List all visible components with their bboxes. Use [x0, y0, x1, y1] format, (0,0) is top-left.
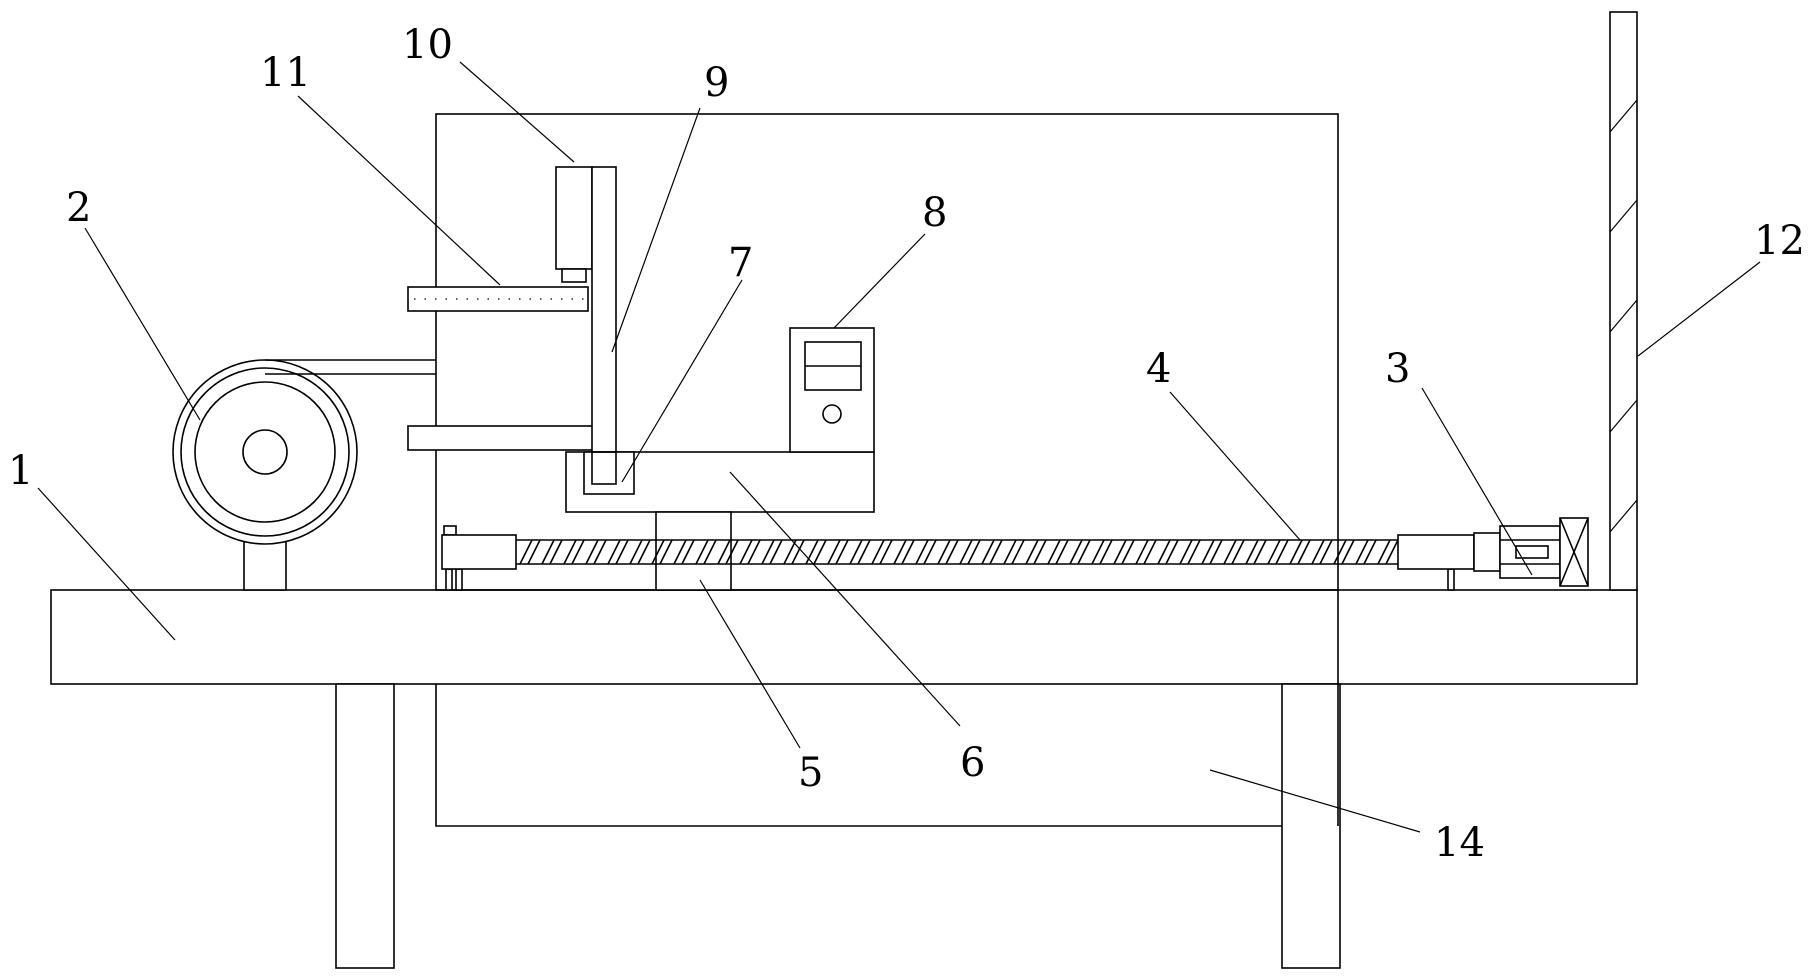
cylinder-neck: [561, 268, 587, 283]
label-6: 6: [960, 740, 985, 786]
table-leg-left: [335, 683, 395, 969]
collection-box: [435, 684, 1339, 827]
motor: [1473, 517, 1589, 587]
label-3: 3: [1385, 346, 1410, 392]
cylinder: [555, 166, 593, 270]
leader-lines: [37, 61, 1761, 833]
label-2: 2: [66, 185, 91, 231]
label-14: 14: [1434, 820, 1485, 866]
housing-frame: [435, 113, 1339, 591]
nut-block: [655, 511, 732, 591]
label-8: 8: [922, 190, 947, 236]
label-9: 9: [704, 60, 729, 106]
roller: [172, 359, 436, 591]
screw-shaft: [441, 525, 1475, 591]
lower-guide-plate: [407, 425, 595, 451]
label-10: 10: [402, 22, 453, 68]
socket-inner: [591, 451, 617, 485]
label-11: 11: [260, 50, 311, 96]
table-leg-right: [1281, 683, 1341, 969]
table-top: [50, 589, 1638, 685]
callout-labels: 1 2 3 4 5 6 7 8 9 10 11 12 14: [8, 22, 1805, 866]
control-box: [789, 327, 875, 453]
side-wall: [1609, 11, 1638, 591]
label-12: 12: [1754, 218, 1805, 264]
vertical-rod: [591, 166, 617, 486]
label-4: 4: [1146, 346, 1171, 392]
label-7: 7: [728, 240, 753, 286]
label-5: 5: [798, 750, 823, 796]
label-1: 1: [8, 448, 33, 494]
